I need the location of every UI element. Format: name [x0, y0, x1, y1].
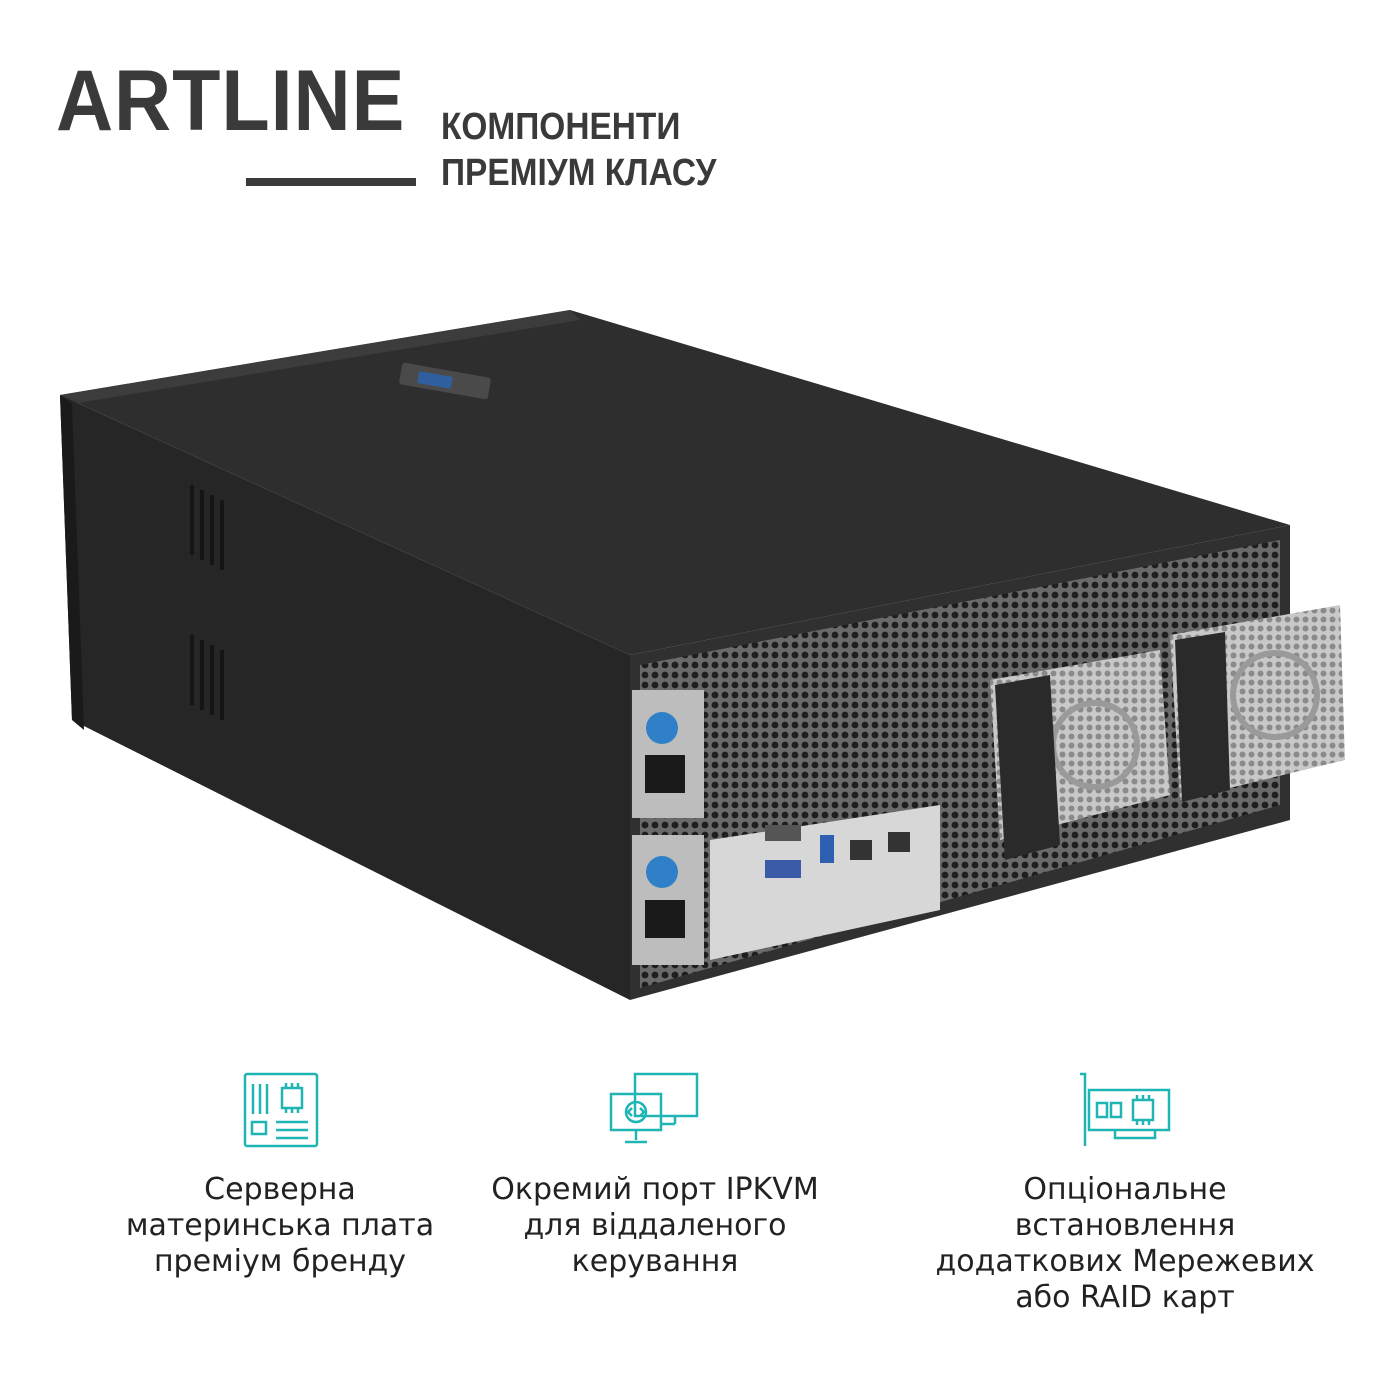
- caption-line: додаткових Мережевих: [935, 1244, 1315, 1279]
- caption-line: Опціональне: [1023, 1172, 1227, 1207]
- motherboard-icon: [243, 1072, 319, 1148]
- tagline-line-2: ПРЕМІУМ КЛАСУ: [441, 152, 717, 194]
- caption-line: або RAID карт: [1015, 1280, 1235, 1315]
- feature-caption: Опціональне встановлення додаткових Мере…: [915, 1172, 1335, 1316]
- server-chassis-image: [60, 310, 1345, 1000]
- brand-name: ARTLINE: [56, 53, 406, 149]
- caption-line: для віддаленого: [523, 1208, 787, 1243]
- expansion-card-icon: [1080, 1072, 1171, 1146]
- feature-expansion-cards: Опціональне встановлення додаткових Мере…: [915, 1070, 1335, 1316]
- feature-caption: Серверна материнська плата преміум бренд…: [70, 1172, 490, 1280]
- feature-caption: Окремий порт IPKVM для віддаленого керув…: [445, 1172, 865, 1280]
- remote-desktop-icon: [609, 1072, 699, 1144]
- tagline-line-1: КОМПОНЕНТИ: [441, 106, 681, 148]
- caption-line: преміум бренду: [153, 1244, 407, 1279]
- logo-underline: [246, 178, 416, 186]
- caption-line: керування: [571, 1244, 739, 1279]
- brand-logo: ARTLINE КОМПОНЕНТИ ПРЕМІУМ КЛАСУ: [56, 50, 716, 194]
- caption-line: Серверна: [204, 1172, 356, 1207]
- feature-ipkvm: Окремий порт IPKVM для віддаленого керув…: [445, 1070, 865, 1280]
- caption-line: встановлення: [1014, 1208, 1236, 1243]
- caption-line: материнська плата: [125, 1208, 435, 1243]
- feature-motherboard: Серверна материнська плата преміум бренд…: [70, 1070, 490, 1280]
- caption-line: Окремий порт IPKVM: [491, 1172, 819, 1207]
- tagline: КОМПОНЕНТИ ПРЕМІУМ КЛАСУ: [441, 104, 716, 196]
